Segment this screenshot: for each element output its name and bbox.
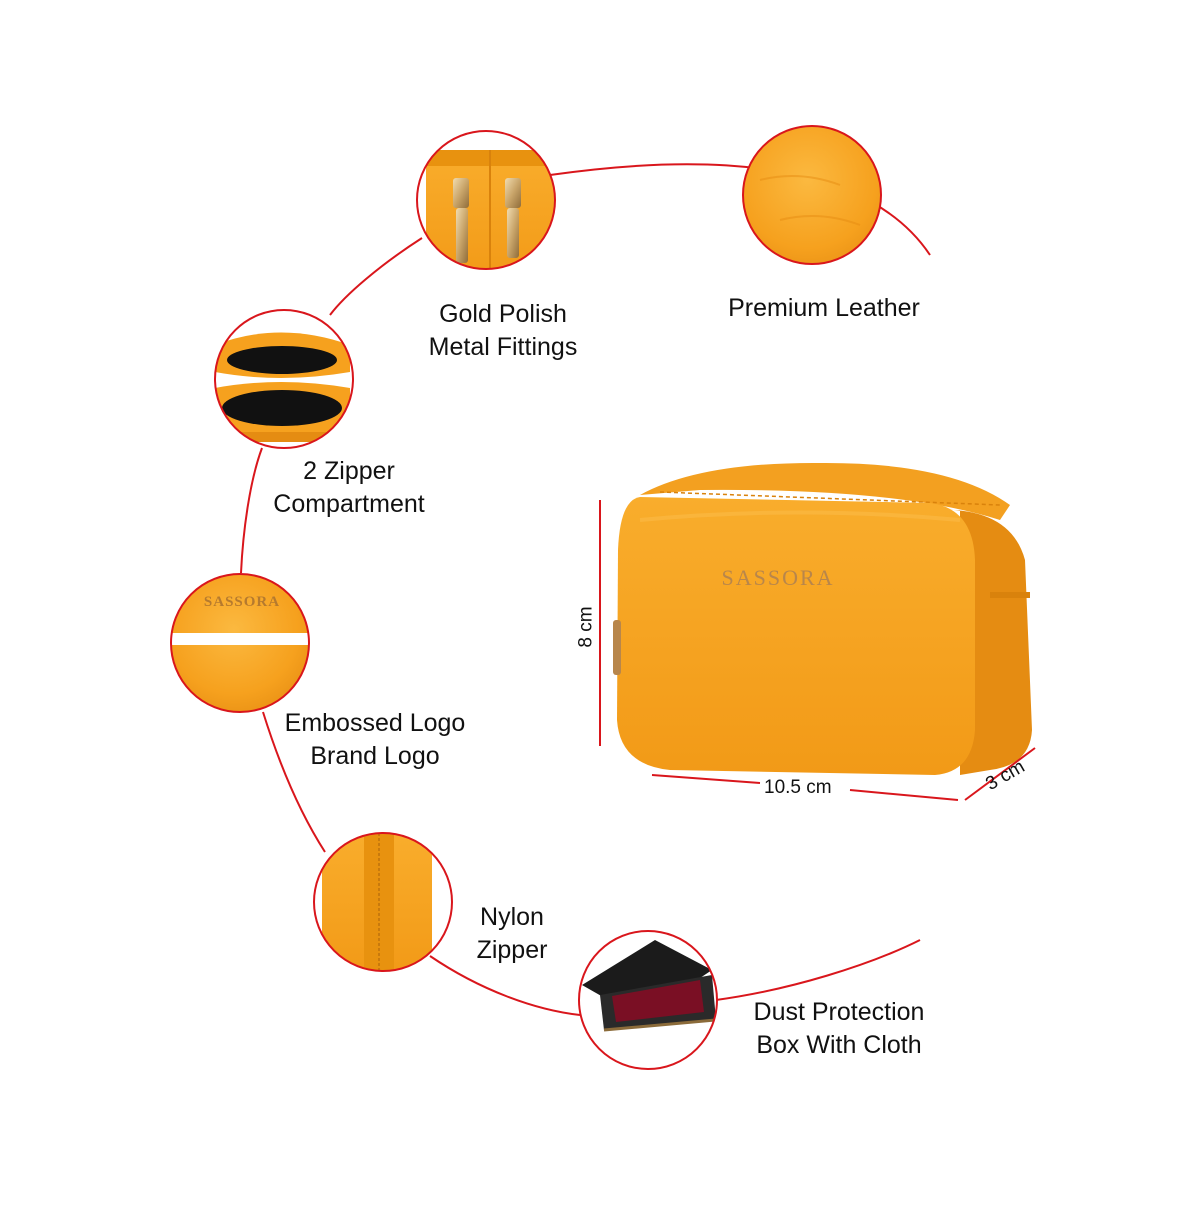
fittings-label-line1: Gold Polish (439, 300, 567, 328)
fittings-thumbnail (417, 131, 555, 269)
box-label-line2: Box With Cloth (756, 1031, 922, 1059)
product-brand-emboss: SASSORA (721, 565, 834, 590)
compartment-label: 2 Zipper Compartment (242, 455, 456, 521)
leather-label: Premium Leather (702, 292, 946, 325)
compartment-label-line2: Compartment (273, 490, 425, 518)
fittings-label: Gold Polish Metal Fittings (396, 298, 610, 364)
connector-arc (715, 939, 921, 1001)
width-dimension-line-left (651, 774, 761, 784)
box-label-line1: Dust Protection (753, 998, 925, 1026)
depth-dimension-line (964, 747, 1036, 801)
logo-label-line1: Embossed Logo (284, 709, 466, 737)
connector-arc (429, 955, 581, 1016)
box-label: Dust Protection Box With Cloth (724, 996, 954, 1062)
product-image: SASSORA (613, 462, 1032, 775)
connector-arc (240, 447, 263, 574)
compartment-label-line1: 2 Zipper (303, 457, 395, 485)
connector-arc (329, 237, 423, 316)
compartment-thumbnail (215, 310, 353, 448)
zipper-label: Nylon Zipper (442, 901, 582, 967)
zipper-label-line2: Zipper (476, 936, 548, 964)
logo-thumbnail-emboss: SASSORA (204, 594, 280, 610)
logo-label-line2: Brand Logo (310, 742, 440, 770)
leather-thumbnail (743, 126, 881, 264)
width-dimension-line-right (849, 789, 959, 801)
logo-label: Embossed Logo Brand Logo (258, 707, 492, 773)
height-dimension-label: 8 cm (575, 606, 597, 648)
box-thumbnail (579, 931, 717, 1069)
connector-arc (262, 711, 326, 853)
zipper-thumbnail (314, 833, 452, 971)
leather-label-line1: Premium Leather (728, 294, 920, 322)
logo-thumbnail: SASSORA (171, 574, 309, 712)
zipper-label-line1: Nylon (480, 903, 544, 931)
width-dimension-label: 10.5 cm (764, 777, 832, 798)
fittings-label-line2: Metal Fittings (428, 333, 578, 361)
